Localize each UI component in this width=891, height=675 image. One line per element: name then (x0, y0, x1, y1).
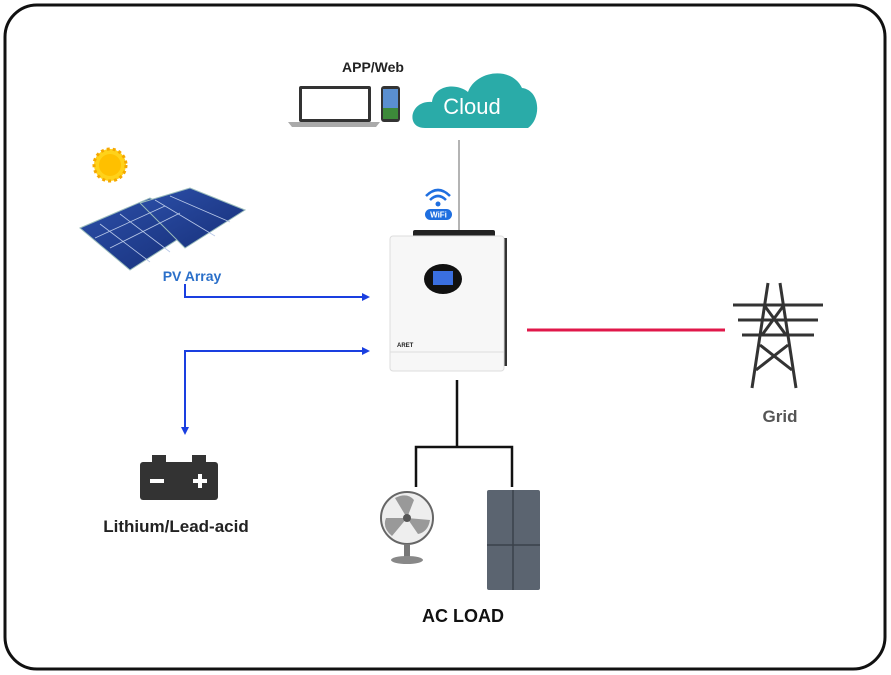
wifi-label: WiFi (430, 211, 447, 220)
inverter-brand-logo: ARET (397, 343, 414, 349)
fan-icon (380, 491, 434, 564)
transmission-tower-icon (733, 282, 823, 389)
app-web-label: APP/Web (342, 59, 404, 75)
cloud-icon: Cloud (412, 73, 538, 128)
sun-icon (92, 147, 128, 183)
laptop-icon (288, 86, 380, 127)
ac-load-label: AC LOAD (422, 606, 504, 626)
battery-to-inverter-arrowhead (362, 347, 370, 355)
battery-icon (140, 455, 218, 500)
hybrid-inverter: ARET (389, 230, 507, 372)
wifi-icon: WiFi (425, 188, 452, 220)
pv-to-inverter-arrow (184, 284, 370, 301)
wifi-badge (425, 209, 452, 220)
load-branch-line (414, 445, 514, 487)
phone-icon (381, 86, 400, 122)
refrigerator-icon (487, 490, 540, 590)
battery-label: Lithium/Lead-acid (103, 517, 248, 536)
cloud-label: Cloud (443, 94, 500, 119)
pv-array-label: PV Array (163, 268, 222, 284)
battery-link-arrow (181, 350, 368, 435)
solar-panels-icon (79, 187, 247, 271)
grid-label: Grid (763, 407, 798, 426)
